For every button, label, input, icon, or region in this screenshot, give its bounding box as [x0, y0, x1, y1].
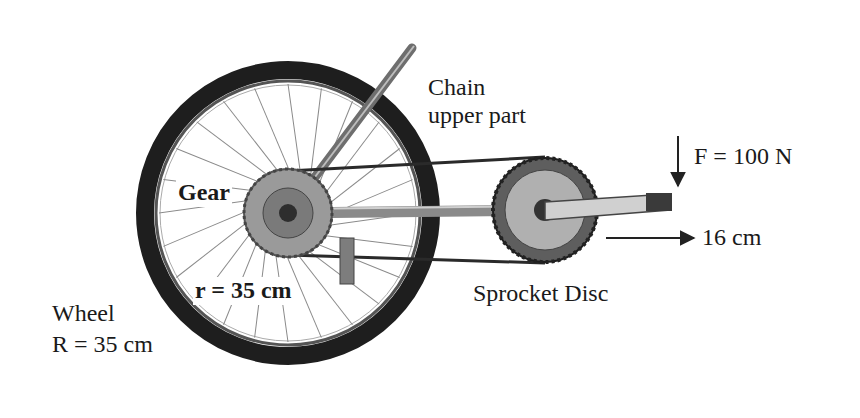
chain-upper: [288, 157, 545, 171]
part-label: Chain upper part: [426, 74, 538, 129]
chain-lower: [288, 255, 545, 263]
part-label: Gear: [176, 179, 232, 207]
gear-teeth: [244, 169, 332, 257]
dimension-label: R = 35 cm: [50, 331, 155, 359]
dimension-arrow: [606, 237, 694, 239]
part-label: Wheel: [50, 300, 117, 328]
force-label: F = 100 N: [692, 143, 794, 171]
force-arrow: [677, 136, 679, 186]
axle: [279, 204, 297, 222]
hub: [263, 188, 313, 238]
dimension-label: 16 cm: [700, 224, 763, 252]
gear: [244, 169, 332, 257]
part-label: Sprocket Disc: [471, 280, 610, 308]
dimension-label: r = 35 cm: [193, 277, 294, 305]
kickstand: [340, 238, 354, 284]
pedal: [646, 193, 672, 211]
